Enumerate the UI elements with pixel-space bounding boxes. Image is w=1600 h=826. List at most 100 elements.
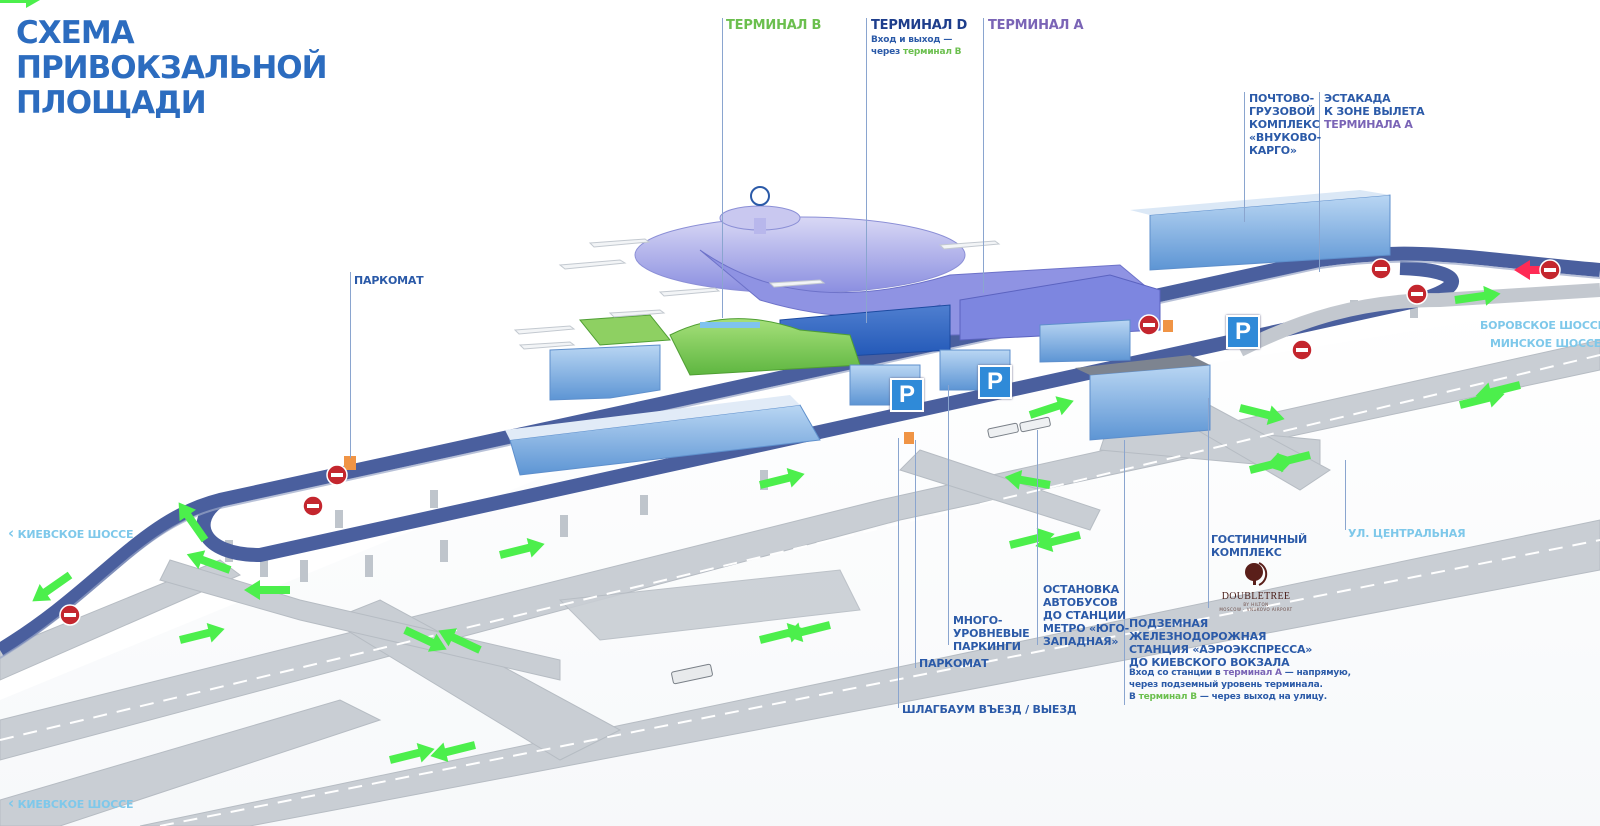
parking-line: МНОГО- [953,614,1003,627]
leader-line [866,18,867,323]
railway-line: СТАНЦИЯ «АЭРОЭКСПРЕССА» [1129,643,1313,656]
airplanes [513,238,1001,350]
no-entry-sign-icon [1539,259,1561,281]
note-text: Вход со станции в [1129,668,1224,678]
no-entry-sign-icon [1370,258,1392,280]
hotel-line: ГОСТИНИЧНЫЙ [1211,533,1308,546]
title-line: ПЛОЩАДИ [16,85,207,121]
cargo-complex-label: ПОЧТОВО- ГРУЗОВОЙ КОМПЛЕКС «ВНУКОВО- КАР… [1249,92,1321,157]
parking-line: ПАРКИНГИ [953,640,1021,653]
bus-stop-line: ЗАПАДНАЯ» [1043,635,1119,648]
doubletree-logo: DOUBLETREE BY HILTON MOSCOW · VNUKOVO AI… [1216,561,1296,612]
chevron-left-icon: ‹ [8,794,14,812]
no-entry-sign-icon [1291,339,1313,361]
hotel-line: КОМПЛЕКС [1211,546,1282,559]
overpass-line: ТЕРМИНАЛА А [1324,118,1413,131]
no-entry-sign-icon [1406,283,1428,305]
tree-icon [1245,562,1268,586]
surface-roads [0,339,1600,826]
cargo-line: ПОЧТОВО- [1249,92,1315,105]
cargo-line: КОМПЛЕКС [1249,118,1320,131]
note-text: — напрямую, [1281,668,1351,678]
leader-line [898,438,899,708]
terminal-d-note-line: Вход и выход — [871,35,953,45]
parkomat-kiosk-icon [344,456,356,470]
leader-line [1124,440,1125,705]
road-label-borovskoe: БОРОВСКОЕ ШОССЕ › [1480,315,1600,333]
airline-logo-icon [750,186,770,206]
no-entry-sign-icon [302,495,324,517]
parkomat-bottom-label: ПАРКОМАТ [919,657,989,670]
lane-markings [0,354,1600,826]
railway-line: ПОДЗЕМНАЯ [1129,617,1209,630]
parkomat-kiosk-icon [1163,320,1173,332]
leader-line [722,18,723,318]
railway-line: ЖЕЛЕЗНОДОРОЖНАЯ [1129,630,1267,643]
terminal-d-note-text: через [871,47,903,57]
no-entry-sign-icon [1138,314,1160,336]
overpass-label: ЭСТАКАДА К ЗОНЕ ВЫЛЕТА ТЕРМИНАЛА А [1324,92,1425,131]
barrier-label: ШЛАГБАУМ ВЪЕЗД / ВЫЕЗД [902,703,1077,716]
wrong-way-arrow [1514,260,1560,280]
leader-line [915,440,916,668]
bus-stop-line: ДО СТАНЦИИ [1043,609,1126,622]
leader-line [1345,460,1346,530]
leader-line [1208,398,1209,608]
doubletree-wordmark: DOUBLETREE [1221,591,1291,602]
parking-sign-icon: P [1226,315,1260,349]
road-label-centralnaya: УЛ. ЦЕНТРАЛЬНАЯ [1348,527,1466,540]
terminal-b-label: ТЕРМИНАЛ B [726,18,822,33]
overpass-line: К ЗОНЕ ВЫЛЕТА [1324,105,1425,118]
no-entry-sign-icon [59,604,81,626]
overpass-line: ЭСТАКАДА [1324,92,1391,105]
bus-stop-label: ОСТАНОВКА АВТОБУСОВ ДО СТАНЦИИ МЕТРО «ЮГ… [1043,583,1129,648]
title-line: СХЕМА [16,15,135,51]
railway-station-label: ПОДЗЕМНАЯ ЖЕЛЕЗНОДОРОЖНАЯ СТАНЦИЯ «АЭРОЭ… [1129,617,1312,669]
road-name: КИЕВСКОЕ ШОССЕ [17,528,134,541]
terminal-a-link: терминал А [1223,668,1282,678]
traffic-arrows [0,0,40,8]
leader-line [350,272,351,458]
flyover [0,246,1600,659]
terminal-b-link: терминал B [1138,692,1198,702]
traffic-arrows-placed [32,285,1521,764]
railway-note: Вход со станции в терминал А — напрямую,… [1129,667,1351,703]
terminal-b-link: терминал B [903,47,962,57]
road-name: МИНСКОЕ ШОССЕ [1490,337,1600,350]
hotel-label: ГОСТИНИЧНЫЙ КОМПЛЕКС [1211,533,1307,559]
parkomat-label: ПАРКОМАТ [354,274,424,287]
terminal-d-note: Вход и выход — через терминал B [871,34,962,58]
terminal-d-note-line: через терминал B [871,46,962,58]
parking-sign-icon: P [978,365,1012,399]
leader-line [983,18,984,293]
road-label-kievskoe-lower: ‹ КИЕВСКОЕ ШОССЕ [8,794,133,812]
buses-at-stop [987,416,1051,439]
parkomat-kiosk-icon [904,432,914,444]
road-name: БОРОВСКОЕ ШОССЕ [1480,319,1600,332]
bus-stop-line: АВТОБУСОВ [1043,596,1118,609]
road-label-minskoe: МИНСКОЕ ШОССЕ › [1490,333,1600,351]
bus-icon [671,663,713,685]
road-label-kievskoe-upper: ‹ КИЕВСКОЕ ШОССЕ [8,524,133,542]
bus-stop-line: ОСТАНОВКА [1043,583,1120,596]
cargo-line: ГРУЗОВОЙ [1249,105,1316,118]
title-line: ПРИВОКЗАЛЬНОЙ [16,50,328,86]
leader-line [1037,430,1038,645]
bus-stop-line: МЕТРО «ЮГО- [1043,622,1129,635]
leader-line [948,385,949,645]
railway-note-line: через подземный уровень терминала. [1129,680,1323,690]
page-title: СХЕМА ПРИВОКЗАЛЬНОЙ ПЛОЩАДИ [16,15,328,121]
note-text: В [1129,692,1139,702]
parking-sign-icon: P [890,378,924,412]
cargo-line: КАРГО» [1249,144,1297,157]
road-name: КИЕВСКОЕ ШОССЕ [17,798,134,811]
doubletree-sub: BY HILTON [1243,602,1269,607]
leader-line [1319,92,1320,272]
chevron-left-icon: ‹ [8,524,14,542]
railway-note-line: Вход со станции в терминал А — напрямую, [1129,667,1351,679]
no-entry-sign-icon [326,464,348,486]
leader-line [1244,92,1245,222]
terminal-a-label: ТЕРМИНАЛ А [988,18,1084,33]
cargo-line: «ВНУКОВО- [1249,131,1322,144]
